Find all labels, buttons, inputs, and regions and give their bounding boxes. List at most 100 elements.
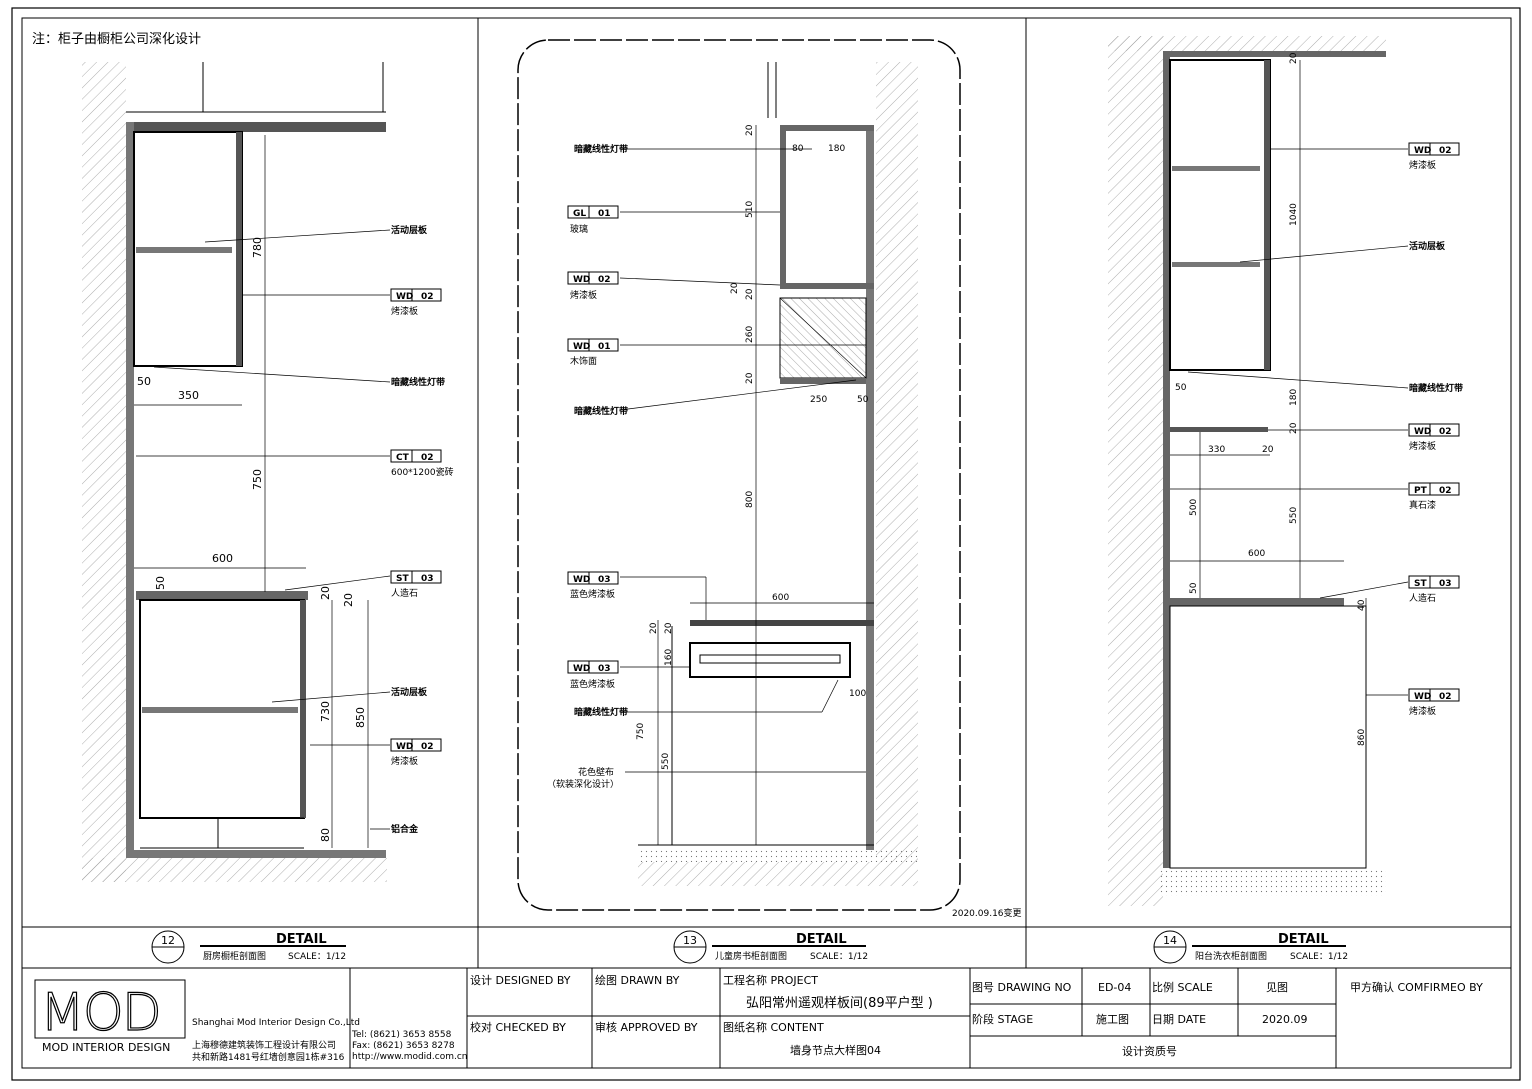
content-label: 图纸名称 CONTENT bbox=[723, 1020, 824, 1034]
detail-title: 阳台洗衣柜剖面图 bbox=[1195, 950, 1267, 962]
svg-text:WD: WD bbox=[573, 275, 590, 285]
dim: 180 bbox=[1289, 389, 1299, 406]
svg-text:人造石: 人造石 bbox=[391, 587, 418, 599]
detail-scale: SCALE：1/12 bbox=[810, 952, 868, 962]
svg-text:ST: ST bbox=[396, 574, 409, 584]
detail-title: 儿童房书柜剖面图 bbox=[715, 950, 787, 962]
d13-label: 花色壁布 bbox=[578, 766, 614, 778]
caption-12: 12 DETAIL 厨房橱柜剖面图 SCALE：1/12 bbox=[151, 930, 346, 964]
lower-cabinet bbox=[1169, 605, 1367, 869]
outer-border bbox=[11, 7, 1521, 1081]
dim: 350 bbox=[178, 389, 199, 402]
svg-text:WD: WD bbox=[396, 742, 413, 752]
shelf bbox=[136, 247, 232, 253]
revision-cloud bbox=[517, 39, 961, 911]
logo-text: MOD INTERIOR DESIGN bbox=[42, 1041, 170, 1054]
date-label: 日期 DATE bbox=[1152, 1013, 1206, 1026]
dim: 550 bbox=[661, 753, 671, 770]
svg-text:03: 03 bbox=[421, 574, 434, 584]
svg-text:02: 02 bbox=[421, 292, 434, 302]
svg-text:01: 01 bbox=[598, 342, 611, 352]
shelf bbox=[142, 707, 298, 713]
dim: 260 bbox=[745, 326, 755, 343]
dim: 20 bbox=[649, 622, 659, 634]
drawing-no-label: 图号 DRAWING NO bbox=[972, 981, 1072, 994]
dim: 550 bbox=[1289, 507, 1299, 524]
detail-title: 厨房橱柜剖面图 bbox=[203, 950, 266, 962]
dim: 20 bbox=[745, 124, 755, 136]
inner-border bbox=[21, 17, 1512, 1069]
svg-text:PT: PT bbox=[1414, 486, 1428, 496]
dim: 20 bbox=[319, 586, 332, 600]
project-label: 工程名称 PROJECT bbox=[723, 973, 818, 987]
dim: 80 bbox=[319, 828, 332, 842]
countertop bbox=[136, 591, 308, 600]
caption-13: 13 DETAIL 儿童房书柜剖面图 SCALE：1/12 bbox=[673, 930, 868, 964]
floor-fill bbox=[638, 850, 918, 862]
d13-label: 暗藏线性灯带 bbox=[574, 405, 628, 417]
svg-text:烤漆板: 烤漆板 bbox=[1409, 159, 1436, 171]
svg-text:WD: WD bbox=[1414, 427, 1431, 437]
dim: 850 bbox=[354, 707, 367, 728]
d12-label: 暗藏线性灯带 bbox=[391, 376, 445, 388]
dim: 40 bbox=[1357, 599, 1367, 611]
detail-word: DETAIL bbox=[276, 932, 327, 947]
upper-cabinet bbox=[1169, 59, 1271, 371]
d12-label: 活动层板 bbox=[391, 686, 428, 698]
glass-cabinet bbox=[780, 131, 786, 283]
designed-by: 设计 DESIGNED BY bbox=[470, 974, 571, 987]
svg-text:烤漆板: 烤漆板 bbox=[570, 289, 597, 301]
dim: 20 bbox=[1289, 52, 1299, 64]
approved-by: 审核 APPROVED BY bbox=[595, 1020, 698, 1034]
d13-label: （软装深化设计） bbox=[547, 778, 619, 790]
date-value: 2020.09 bbox=[1262, 1013, 1308, 1026]
dim: 730 bbox=[319, 701, 332, 722]
dim: 750 bbox=[636, 723, 646, 740]
wall-lining bbox=[1163, 51, 1170, 868]
svg-text:烤漆板: 烤漆板 bbox=[1409, 705, 1436, 717]
svg-text:03: 03 bbox=[598, 575, 611, 585]
stage-value: 施工图 bbox=[1096, 1013, 1129, 1026]
svg-text:ST: ST bbox=[1414, 579, 1427, 589]
wall-hatch bbox=[82, 62, 126, 882]
wall-lining bbox=[126, 122, 134, 858]
detail-13-section bbox=[517, 39, 961, 911]
dim: 50 bbox=[1175, 383, 1187, 393]
ceiling-hatch bbox=[1108, 36, 1386, 51]
detail-number: 14 bbox=[1163, 934, 1177, 947]
dim: 180 bbox=[828, 144, 845, 154]
title-block: MOD MOD INTERIOR DESIGN Shanghai Mod Int… bbox=[34, 968, 1483, 1068]
svg-text:02: 02 bbox=[1439, 427, 1452, 437]
svg-text:玻璃: 玻璃 bbox=[570, 223, 588, 235]
drawer bbox=[689, 642, 851, 678]
dim: 1040 bbox=[1289, 203, 1299, 226]
dim: 780 bbox=[251, 237, 264, 258]
countertop bbox=[1166, 598, 1344, 606]
content-name: 墙身节点大样图04 bbox=[790, 1043, 881, 1057]
wall-lining bbox=[866, 125, 874, 850]
floor-finish bbox=[126, 850, 386, 858]
svg-text:02: 02 bbox=[421, 742, 434, 752]
svg-text:蓝色烤漆板: 蓝色烤漆板 bbox=[570, 588, 615, 600]
shelf bbox=[1172, 262, 1260, 267]
svg-text:02: 02 bbox=[1439, 146, 1452, 156]
shelf-bar bbox=[1170, 427, 1268, 432]
dim: 20 bbox=[342, 593, 355, 607]
d12-tag-st03: ST 03 人造石 bbox=[390, 570, 442, 599]
dim: 600 bbox=[1248, 549, 1265, 559]
detail-14-section bbox=[1108, 36, 1409, 906]
dim: 20 bbox=[745, 288, 755, 300]
d12-label: 活动层板 bbox=[391, 224, 428, 236]
dim: 510 bbox=[745, 201, 755, 218]
dim: 50 bbox=[857, 395, 869, 405]
drawn-by: 绘图 DRAWN BY bbox=[595, 973, 680, 987]
